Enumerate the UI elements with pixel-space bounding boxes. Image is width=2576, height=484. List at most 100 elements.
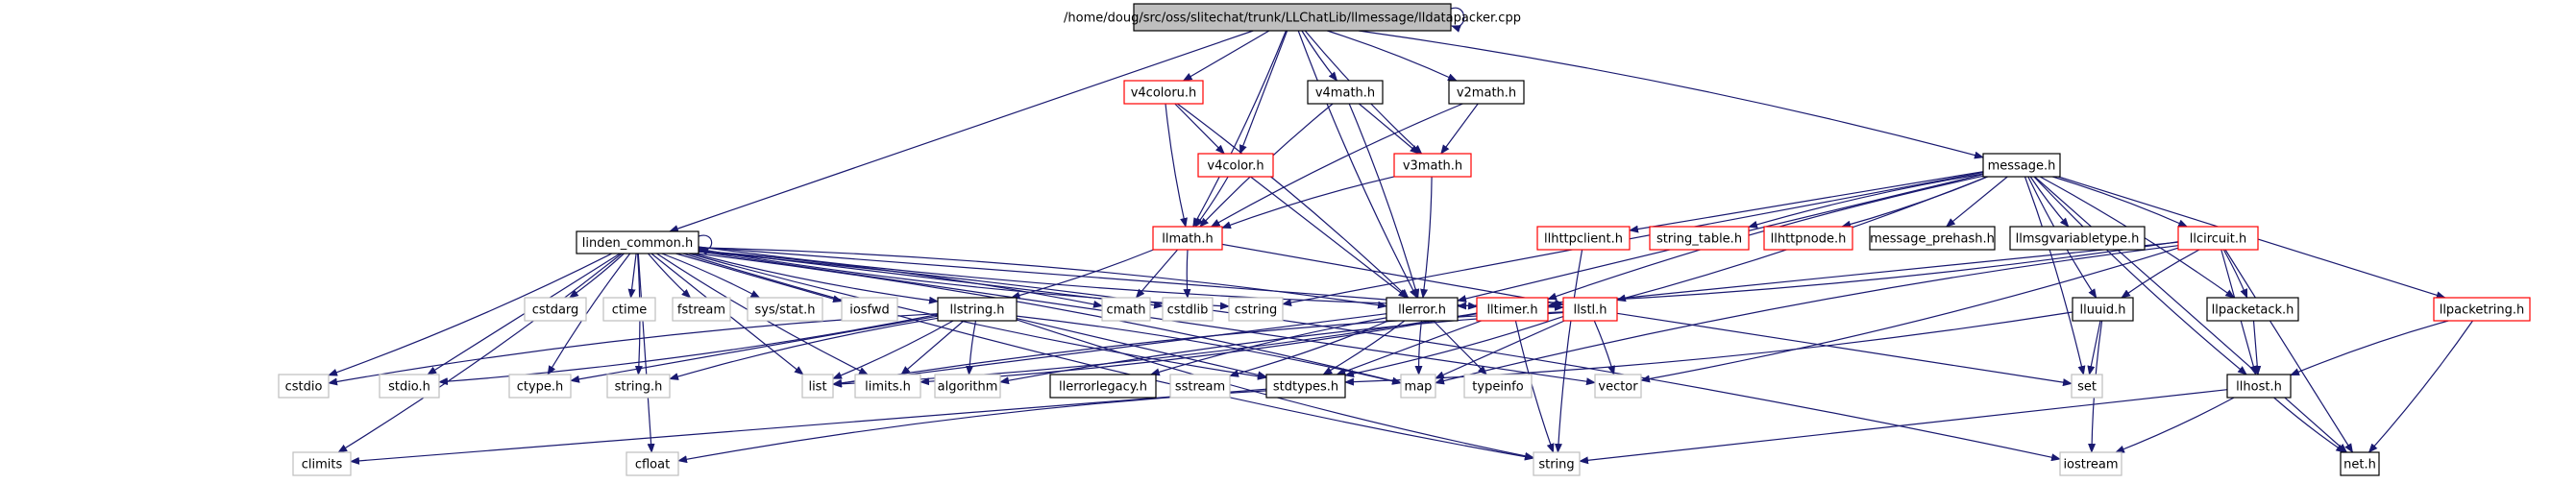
node-box xyxy=(1869,226,1996,251)
node-box xyxy=(1169,374,1231,399)
edge-llstl-to-vector xyxy=(1593,320,1615,375)
node-v3math[interactable]: v3math.h xyxy=(1393,153,1472,178)
node-message[interactable]: message.h xyxy=(1982,153,2061,178)
node-v2math[interactable]: v2math.h xyxy=(1448,80,1525,105)
node-label: cfloat xyxy=(635,458,670,472)
edge-linden_common-to-map xyxy=(697,253,1402,385)
edge-v3math-to-llerror xyxy=(1420,176,1433,299)
node-llpacketring[interactable]: llpacketring.h xyxy=(2433,297,2531,322)
node-box xyxy=(576,230,699,254)
edge-v3math-to-llmath xyxy=(1221,176,1395,229)
node-box xyxy=(747,297,823,322)
node-label: lltimer.h xyxy=(1486,303,1537,318)
node-box xyxy=(2059,451,2122,476)
node-label: v4color.h xyxy=(1207,159,1263,174)
node-label: llstl.h xyxy=(1573,303,1607,318)
node-lluuid[interactable]: lluuid.h xyxy=(2072,297,2134,322)
node-llerror[interactable]: llerror.h xyxy=(1386,297,1459,322)
node-box xyxy=(1133,3,1452,32)
node-stringh: string.h xyxy=(606,374,671,399)
node-linden-common[interactable]: linden_common.h xyxy=(576,230,699,254)
edge-llhttpclient-to-string xyxy=(1554,249,1583,453)
edge-llmath-to-llstring xyxy=(1010,249,1154,300)
node-label: limits.h xyxy=(865,380,911,395)
node-llhost[interactable]: llhost.h xyxy=(2226,374,2292,399)
node-label: llhttpnode.h xyxy=(1771,232,1847,247)
edge-llstring-to-stdtypes xyxy=(1016,318,1267,379)
node-label: v2math.h xyxy=(1457,86,1516,101)
node-typeinfo: typeinfo xyxy=(1463,374,1533,399)
node-label: llerrorlegacy.h xyxy=(1059,380,1147,395)
edge-llstl-to-map xyxy=(1435,320,1565,379)
node-vector: vector xyxy=(1594,374,1642,399)
edge-llstring-to-ctypeh xyxy=(570,315,939,383)
node-box xyxy=(1562,297,1618,322)
node-ctypeh: ctype.h xyxy=(508,374,572,399)
nodes-layer: /home/doug/src/oss/slitechat/trunk/LLCha… xyxy=(278,3,2531,476)
edge-root-to-root xyxy=(1450,7,1465,33)
edge-linden_common-to-cstdarg xyxy=(568,253,625,299)
node-v4coloru[interactable]: v4coloru.h xyxy=(1123,80,1204,105)
edge-llerror-to-list xyxy=(832,313,1387,387)
node-box xyxy=(278,374,330,399)
node-message-prehash[interactable]: message_prehash.h xyxy=(1869,226,1996,251)
node-cfloat: cfloat xyxy=(626,451,679,476)
node-climits: climits xyxy=(292,451,352,476)
node-box xyxy=(1393,153,1472,178)
node-algorithm: algorithm xyxy=(934,374,1001,399)
node-llpacketack[interactable]: llpacketack.h xyxy=(2206,297,2299,322)
edge-linden_common-to-cfloat xyxy=(637,253,655,453)
node-list: list xyxy=(801,374,834,399)
node-label: string_table.h xyxy=(1656,232,1742,247)
node-box xyxy=(1533,451,1581,476)
node-llcircuit[interactable]: llcircuit.h xyxy=(2177,226,2259,251)
node-llhttpnode[interactable]: llhttpnode.h xyxy=(1763,226,1853,251)
node-label: iostream xyxy=(2063,458,2118,472)
node-label: string.h xyxy=(615,380,663,395)
node-llstl[interactable]: llstl.h xyxy=(1562,297,1618,322)
node-root[interactable]: /home/doug/src/oss/slitechat/trunk/LLCha… xyxy=(1064,3,1521,32)
edge-llcircuit-to-vector xyxy=(1640,247,2179,383)
node-label: llcircuit.h xyxy=(2190,232,2247,247)
node-llmath[interactable]: llmath.h xyxy=(1152,226,1223,251)
node-box xyxy=(1982,153,2061,178)
edge-root-to-llerror xyxy=(1297,30,1418,299)
node-box xyxy=(292,451,352,476)
node-stdtypes[interactable]: stdtypes.h xyxy=(1265,374,1346,399)
edge-message-to-neth xyxy=(2034,176,2348,453)
node-llhttpclient[interactable]: llhttpclient.h xyxy=(1536,226,1631,251)
node-string-table[interactable]: string_table.h xyxy=(1649,226,1750,251)
node-sstream: sstream xyxy=(1169,374,1231,399)
edge-llhost-to-neth xyxy=(2273,397,2346,453)
edge-message-to-llmsgvariabletype xyxy=(2029,176,2070,228)
node-label: sstream xyxy=(1175,380,1225,395)
node-label: stdtypes.h xyxy=(1273,380,1338,395)
edge-v4math-to-v3math xyxy=(1359,103,1420,155)
node-cstdio: cstdio xyxy=(278,374,330,399)
node-v4math[interactable]: v4math.h xyxy=(1307,80,1384,105)
node-lltimer[interactable]: lltimer.h xyxy=(1476,297,1549,322)
node-box xyxy=(2071,374,2103,399)
node-box xyxy=(1197,153,1274,178)
node-fstream: fstream xyxy=(672,297,731,322)
node-box xyxy=(602,297,656,322)
node-box xyxy=(2206,297,2299,322)
node-llmsgvariabletype[interactable]: llmsgvariabletype.h xyxy=(2009,226,2146,251)
node-label: string xyxy=(1538,458,1574,472)
edge-message-to-llcircuit xyxy=(2052,176,2189,228)
node-label: v3math.h xyxy=(1403,159,1462,174)
node-label: climits xyxy=(302,458,343,472)
node-llerrorlegacy[interactable]: llerrorlegacy.h xyxy=(1049,374,1157,399)
node-llstring[interactable]: llstring.h xyxy=(937,297,1018,322)
node-box xyxy=(1101,297,1151,322)
node-neth[interactable]: net.h xyxy=(2340,451,2380,476)
edge-message-to-llhttpnode xyxy=(1841,176,1989,229)
node-label: llstring.h xyxy=(950,303,1005,318)
node-map: map xyxy=(1400,374,1436,399)
node-label: typeinfo xyxy=(1472,380,1523,395)
edge-llcircuit-to-lluuid xyxy=(2121,249,2200,299)
node-v4color[interactable]: v4color.h xyxy=(1197,153,1274,178)
node-set: set xyxy=(2071,374,2103,399)
edge-llcircuit-to-map xyxy=(1435,245,2179,385)
node-sysstat: sys/stat.h xyxy=(747,297,823,322)
